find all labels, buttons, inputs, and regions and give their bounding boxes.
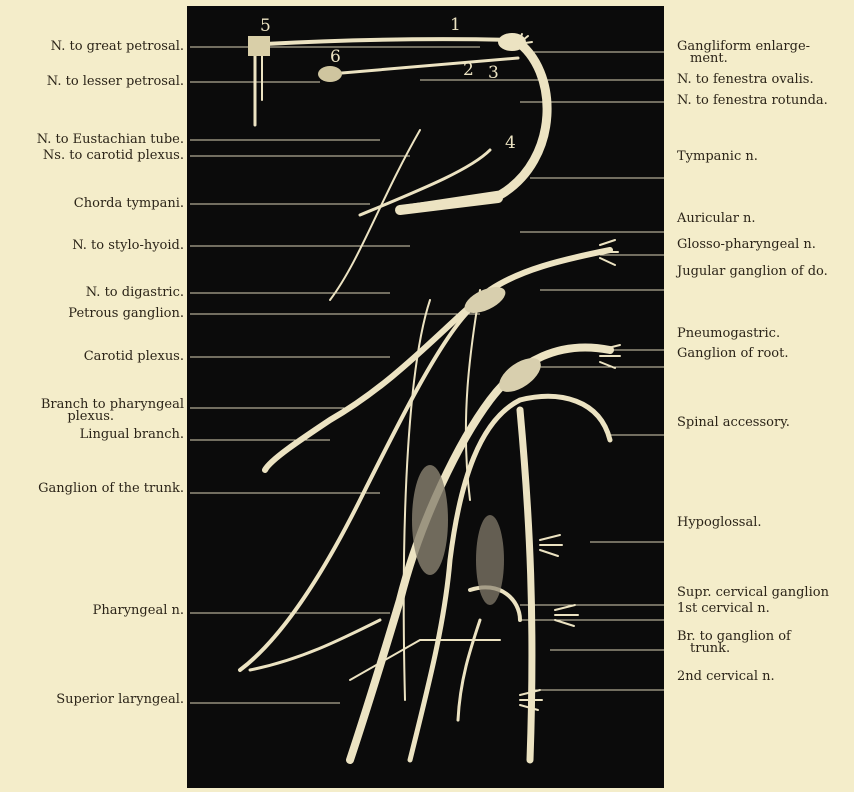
label-spinal-accessory: Spinal accessory. xyxy=(677,416,790,429)
label-branch-pharyngeal-cont: plexus. xyxy=(67,410,114,423)
label-chorda-tympani: Chorda tympani. xyxy=(74,197,184,210)
label-ganglion-of-root: Ganglion of root. xyxy=(677,347,788,360)
plate-number-6: 6 xyxy=(330,47,341,67)
ganglia xyxy=(248,33,547,605)
plate-number-2: 2 xyxy=(463,60,474,80)
label-digastric: N. to digastric. xyxy=(86,286,184,299)
plate-number-3: 3 xyxy=(488,63,499,83)
label-gangliform-enlargement-cont: ment. xyxy=(690,52,728,65)
label-ganglion-trunk: Ganglion of the trunk. xyxy=(38,482,184,495)
label-pharyngeal-n: Pharyngeal n. xyxy=(93,604,184,617)
label-carotid-plexus: Carotid plexus. xyxy=(84,350,184,363)
label-glosso-pharyngeal: Glosso-pharyngeal n. xyxy=(677,238,816,251)
label-lesser-petrosal: N. to lesser petrosal. xyxy=(47,75,184,88)
label-auricular-n: Auricular n. xyxy=(677,212,756,225)
label-carotid-plexus-ns: Ns. to carotid plexus. xyxy=(43,149,184,162)
label-1st-cervical: 1st cervical n. xyxy=(677,602,770,615)
label-hypoglossal: Hypoglossal. xyxy=(677,516,762,529)
label-petrous-ganglion: Petrous ganglion. xyxy=(68,307,184,320)
ganglion-6 xyxy=(318,66,342,82)
label-great-petrosal: N. to great petrosal. xyxy=(51,40,184,53)
plate-number-1: 1 xyxy=(450,15,461,35)
label-supr-cervical-ganglion: Supr. cervical ganglion xyxy=(677,586,829,599)
supr-cervical-ganglion xyxy=(476,515,504,605)
plate-numbers: 1 2 3 4 5 6 xyxy=(260,15,516,153)
label-jugular-ganglion: Jugular ganglion of do. xyxy=(677,265,828,278)
nerves xyxy=(240,34,620,760)
label-fenestra-rotunda: N. to fenestra rotunda. xyxy=(677,94,828,107)
label-fenestra-ovalis: N. to fenestra ovalis. xyxy=(677,73,814,86)
ganglion-5 xyxy=(248,36,270,56)
label-tympanic-n: Tympanic n. xyxy=(677,150,758,163)
label-2nd-cervical: 2nd cervical n. xyxy=(677,670,775,683)
gangliform-enlargement xyxy=(498,33,526,51)
label-pneumogastric: Pneumogastric. xyxy=(677,327,780,340)
label-lingual-branch: Lingual branch. xyxy=(80,428,184,441)
ganglion-of-trunk xyxy=(412,465,448,575)
label-stylo-hyoid: N. to stylo-hyoid. xyxy=(72,239,184,252)
plate-number-4: 4 xyxy=(505,133,516,153)
label-br-ganglion-trunk-cont: trunk. xyxy=(690,642,730,655)
label-eustachian-tube: N. to Eustachian tube. xyxy=(37,133,184,146)
label-superior-laryngeal: Superior laryngeal. xyxy=(56,693,184,706)
plate-number-5: 5 xyxy=(260,16,271,36)
